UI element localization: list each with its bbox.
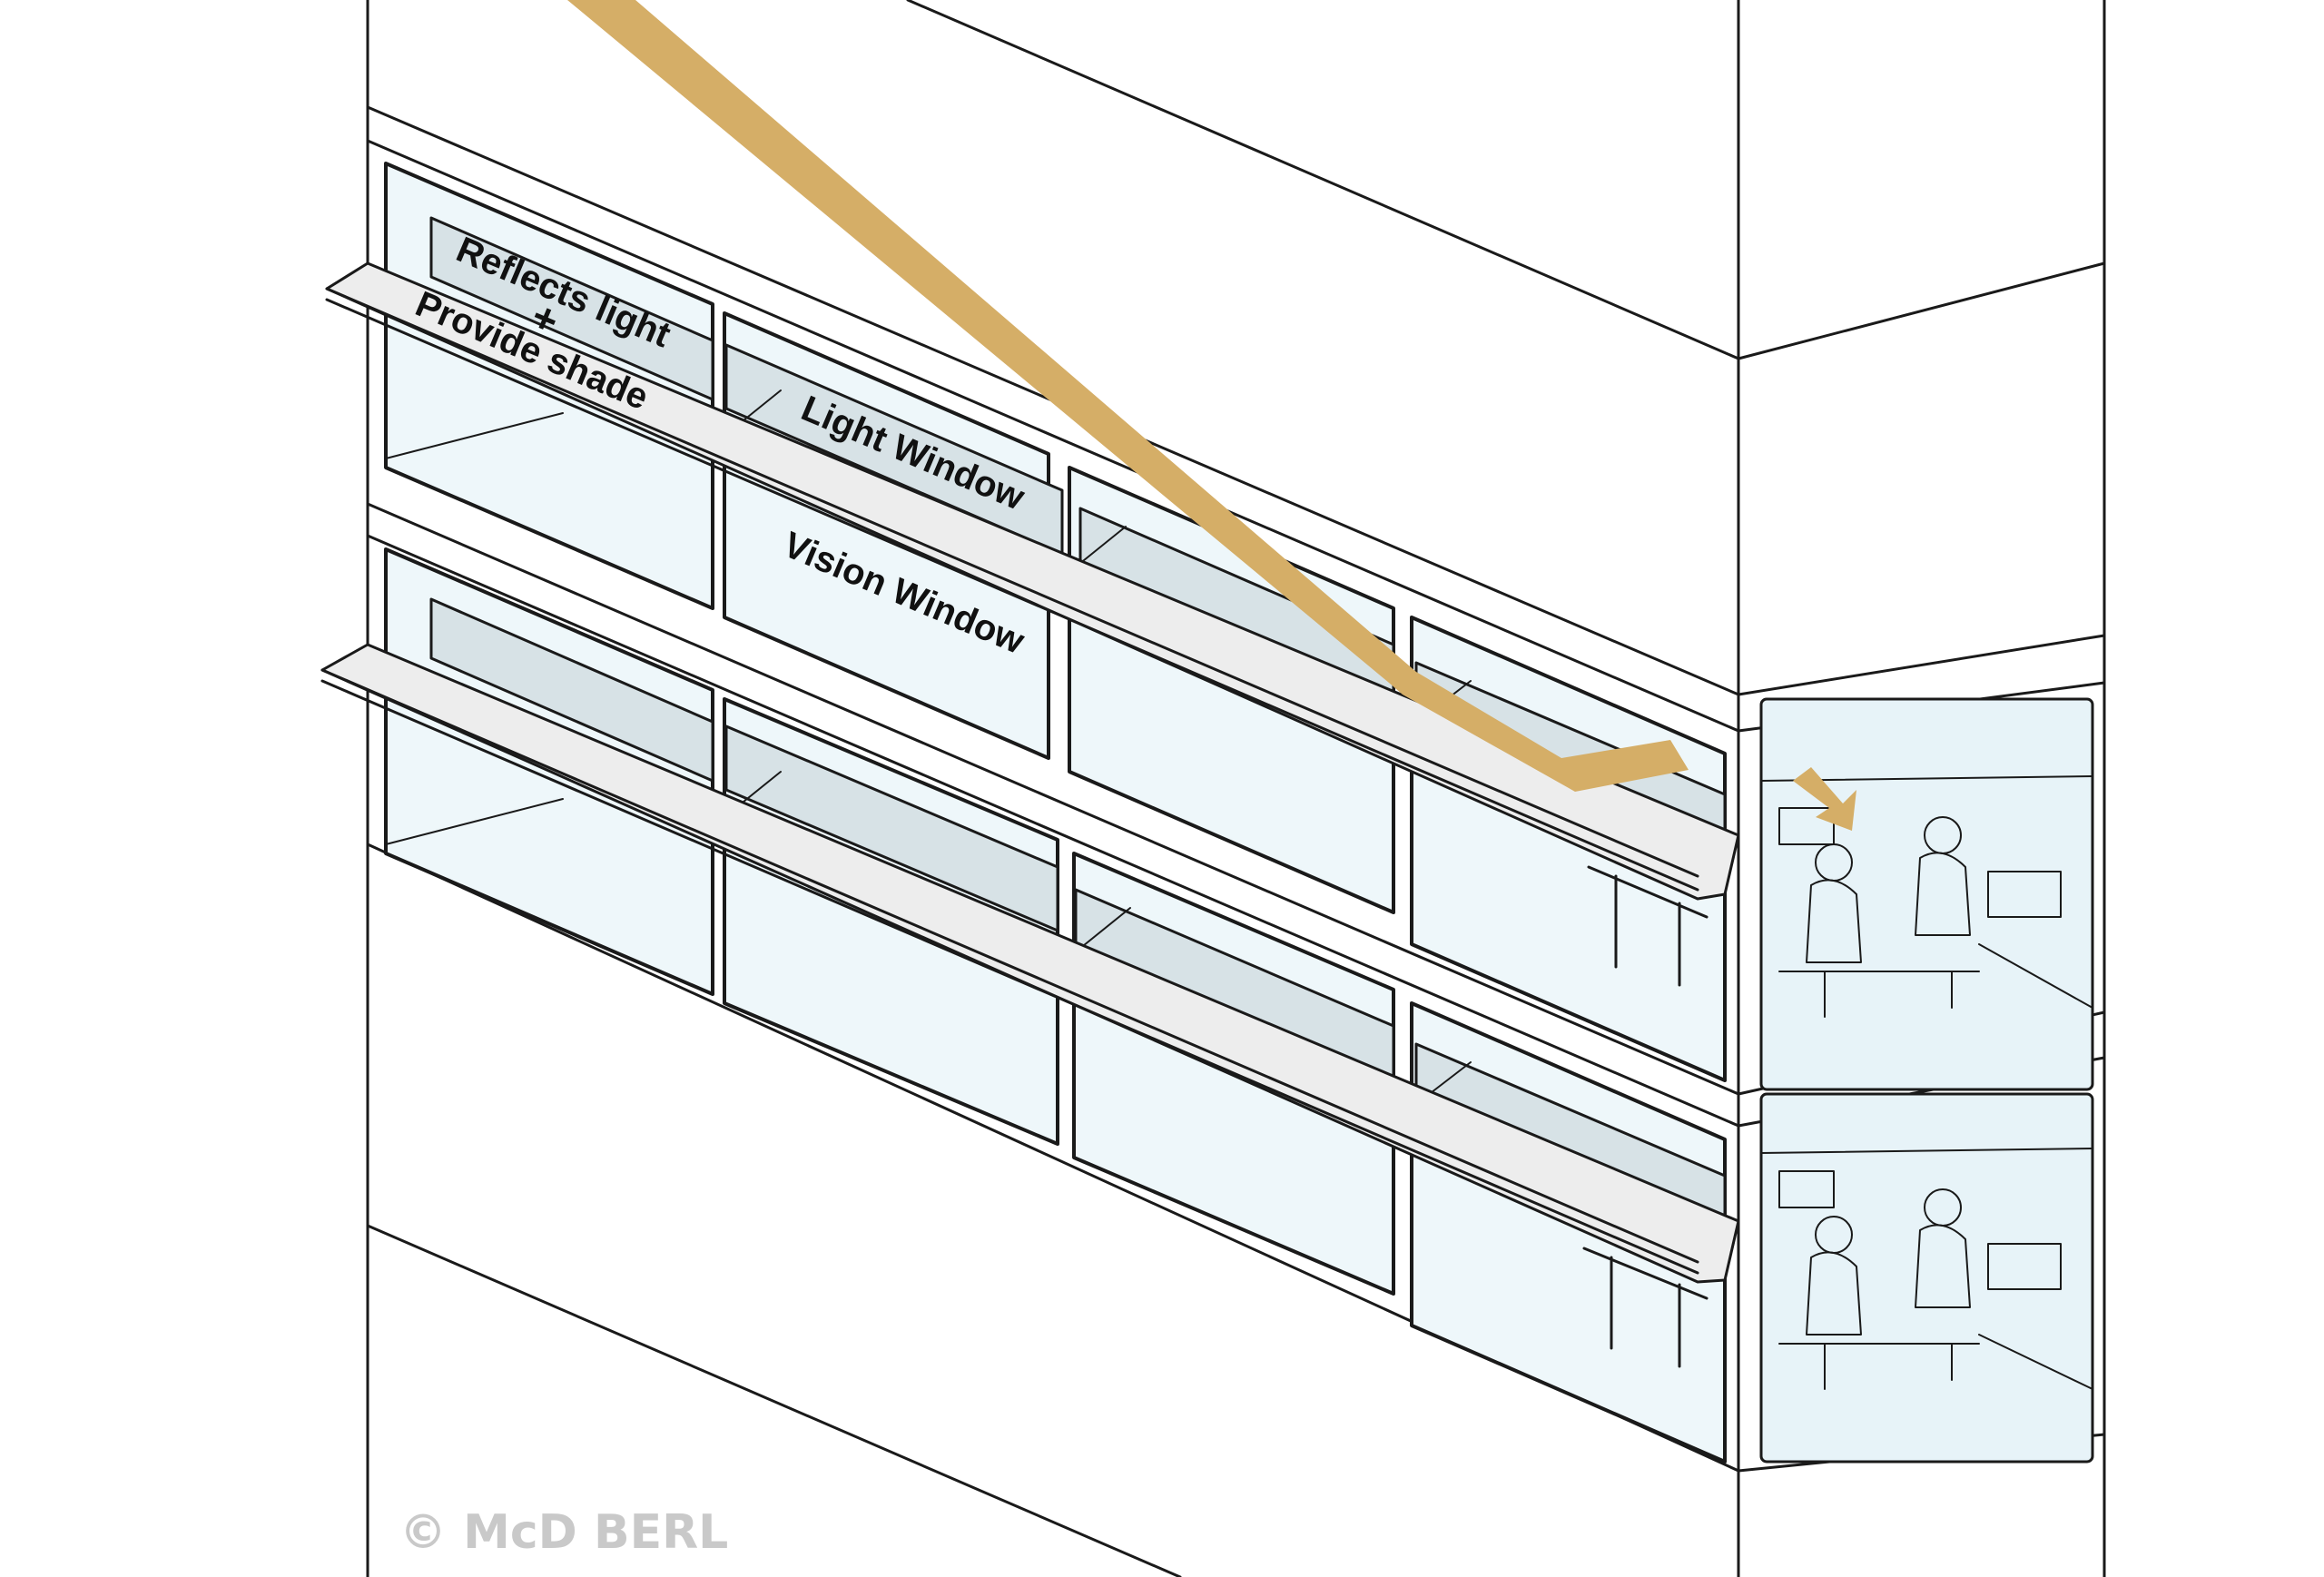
corner-desks [1582,865,1709,1368]
lower-room [1759,1092,2094,1464]
occupants-upper [1778,807,2062,1018]
light-shelf-upper [325,261,1740,901]
upper-room [1759,697,2094,1091]
light-window-strip [429,597,714,783]
lower-floor-windows [320,547,1740,1464]
light-window-strip [429,216,714,401]
sun-ray-icon [567,0,1689,792]
copyright-watermark: © McD BERL [399,1505,728,1560]
occupants-lower [1778,1170,2062,1390]
reflected-ray-arrow-icon [1793,767,1856,831]
sunlight-beam [567,0,1856,831]
side-rooms [1582,697,2094,1464]
light-shelf-lower [320,643,1740,1284]
light-window-strip [724,724,1059,932]
